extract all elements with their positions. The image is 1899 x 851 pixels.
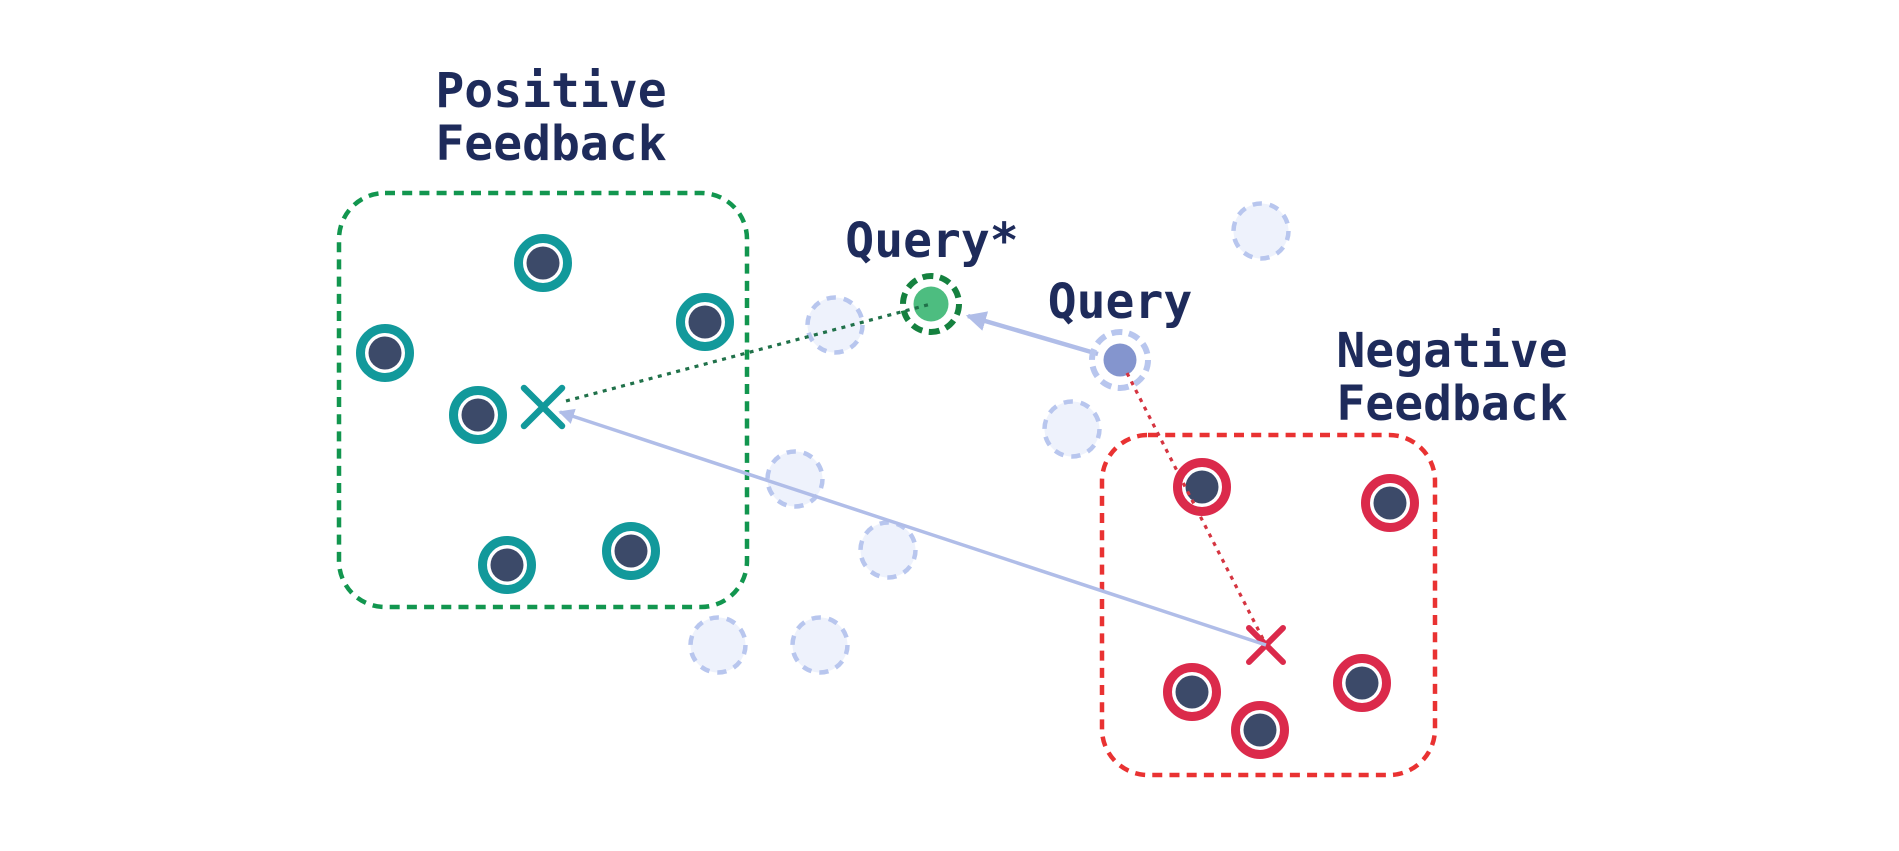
- query-star-label: Query*: [845, 213, 1018, 269]
- dotted-connectors: [565, 302, 1265, 640]
- positive-feedback-point-dot: [461, 398, 495, 432]
- query-dot: [1103, 343, 1137, 377]
- query-star-ring: [900, 273, 962, 335]
- unlabeled-point: [790, 615, 850, 675]
- negative-feedback-box: [1099, 432, 1438, 778]
- positive-feedback-point-dot: [490, 548, 524, 582]
- unlabeled-point: [1042, 399, 1102, 459]
- negative-feedback-point-dot: [1185, 470, 1219, 504]
- negative-cluster-label-line2: Feedback: [1336, 376, 1567, 432]
- solid-arrows: [558, 311, 1267, 647]
- cluster-boxes: [336, 190, 1438, 778]
- unlabeled-point: [765, 449, 825, 509]
- positive-cluster-label-line1: Positive: [435, 63, 666, 119]
- negative-feedback-point-dot: [1373, 486, 1407, 520]
- positive-centroid-x-marker: [520, 384, 566, 430]
- feedback-points: [356, 234, 1419, 759]
- query-ring: [1089, 329, 1151, 391]
- unlabeled-points: [688, 201, 1291, 675]
- negative-feedback-point-dot: [1175, 675, 1209, 709]
- positive-feedback-point-dot: [526, 246, 560, 280]
- unlabeled-point: [1231, 201, 1291, 261]
- query-label: Query: [1048, 274, 1193, 330]
- positive-feedback-box: [336, 190, 750, 610]
- positive-feedback-point-dot: [614, 534, 648, 568]
- query-star-dot: [913, 286, 949, 322]
- positive-feedback-point-dot: [688, 305, 722, 339]
- unlabeled-point: [858, 520, 918, 580]
- unlabeled-point: [805, 295, 865, 355]
- negative-feedback-point-dot: [1243, 713, 1277, 747]
- query-to-querystar-arrow: [965, 311, 1099, 357]
- negative-cluster-label-line1: Negative: [1336, 323, 1567, 379]
- positive-feedback-point-dot: [368, 336, 402, 370]
- positive-centroid-to-querystar-dotted-line: [565, 302, 932, 403]
- negative-feedback-point-dot: [1345, 666, 1379, 700]
- query-to-negative-centroid-dotted-line: [1125, 372, 1265, 640]
- query-dots: [900, 273, 1151, 391]
- negative-to-positive-centroid-arrow: [558, 408, 1267, 647]
- positive-cluster-label-line2: Feedback: [435, 116, 666, 172]
- unlabeled-point: [688, 615, 748, 675]
